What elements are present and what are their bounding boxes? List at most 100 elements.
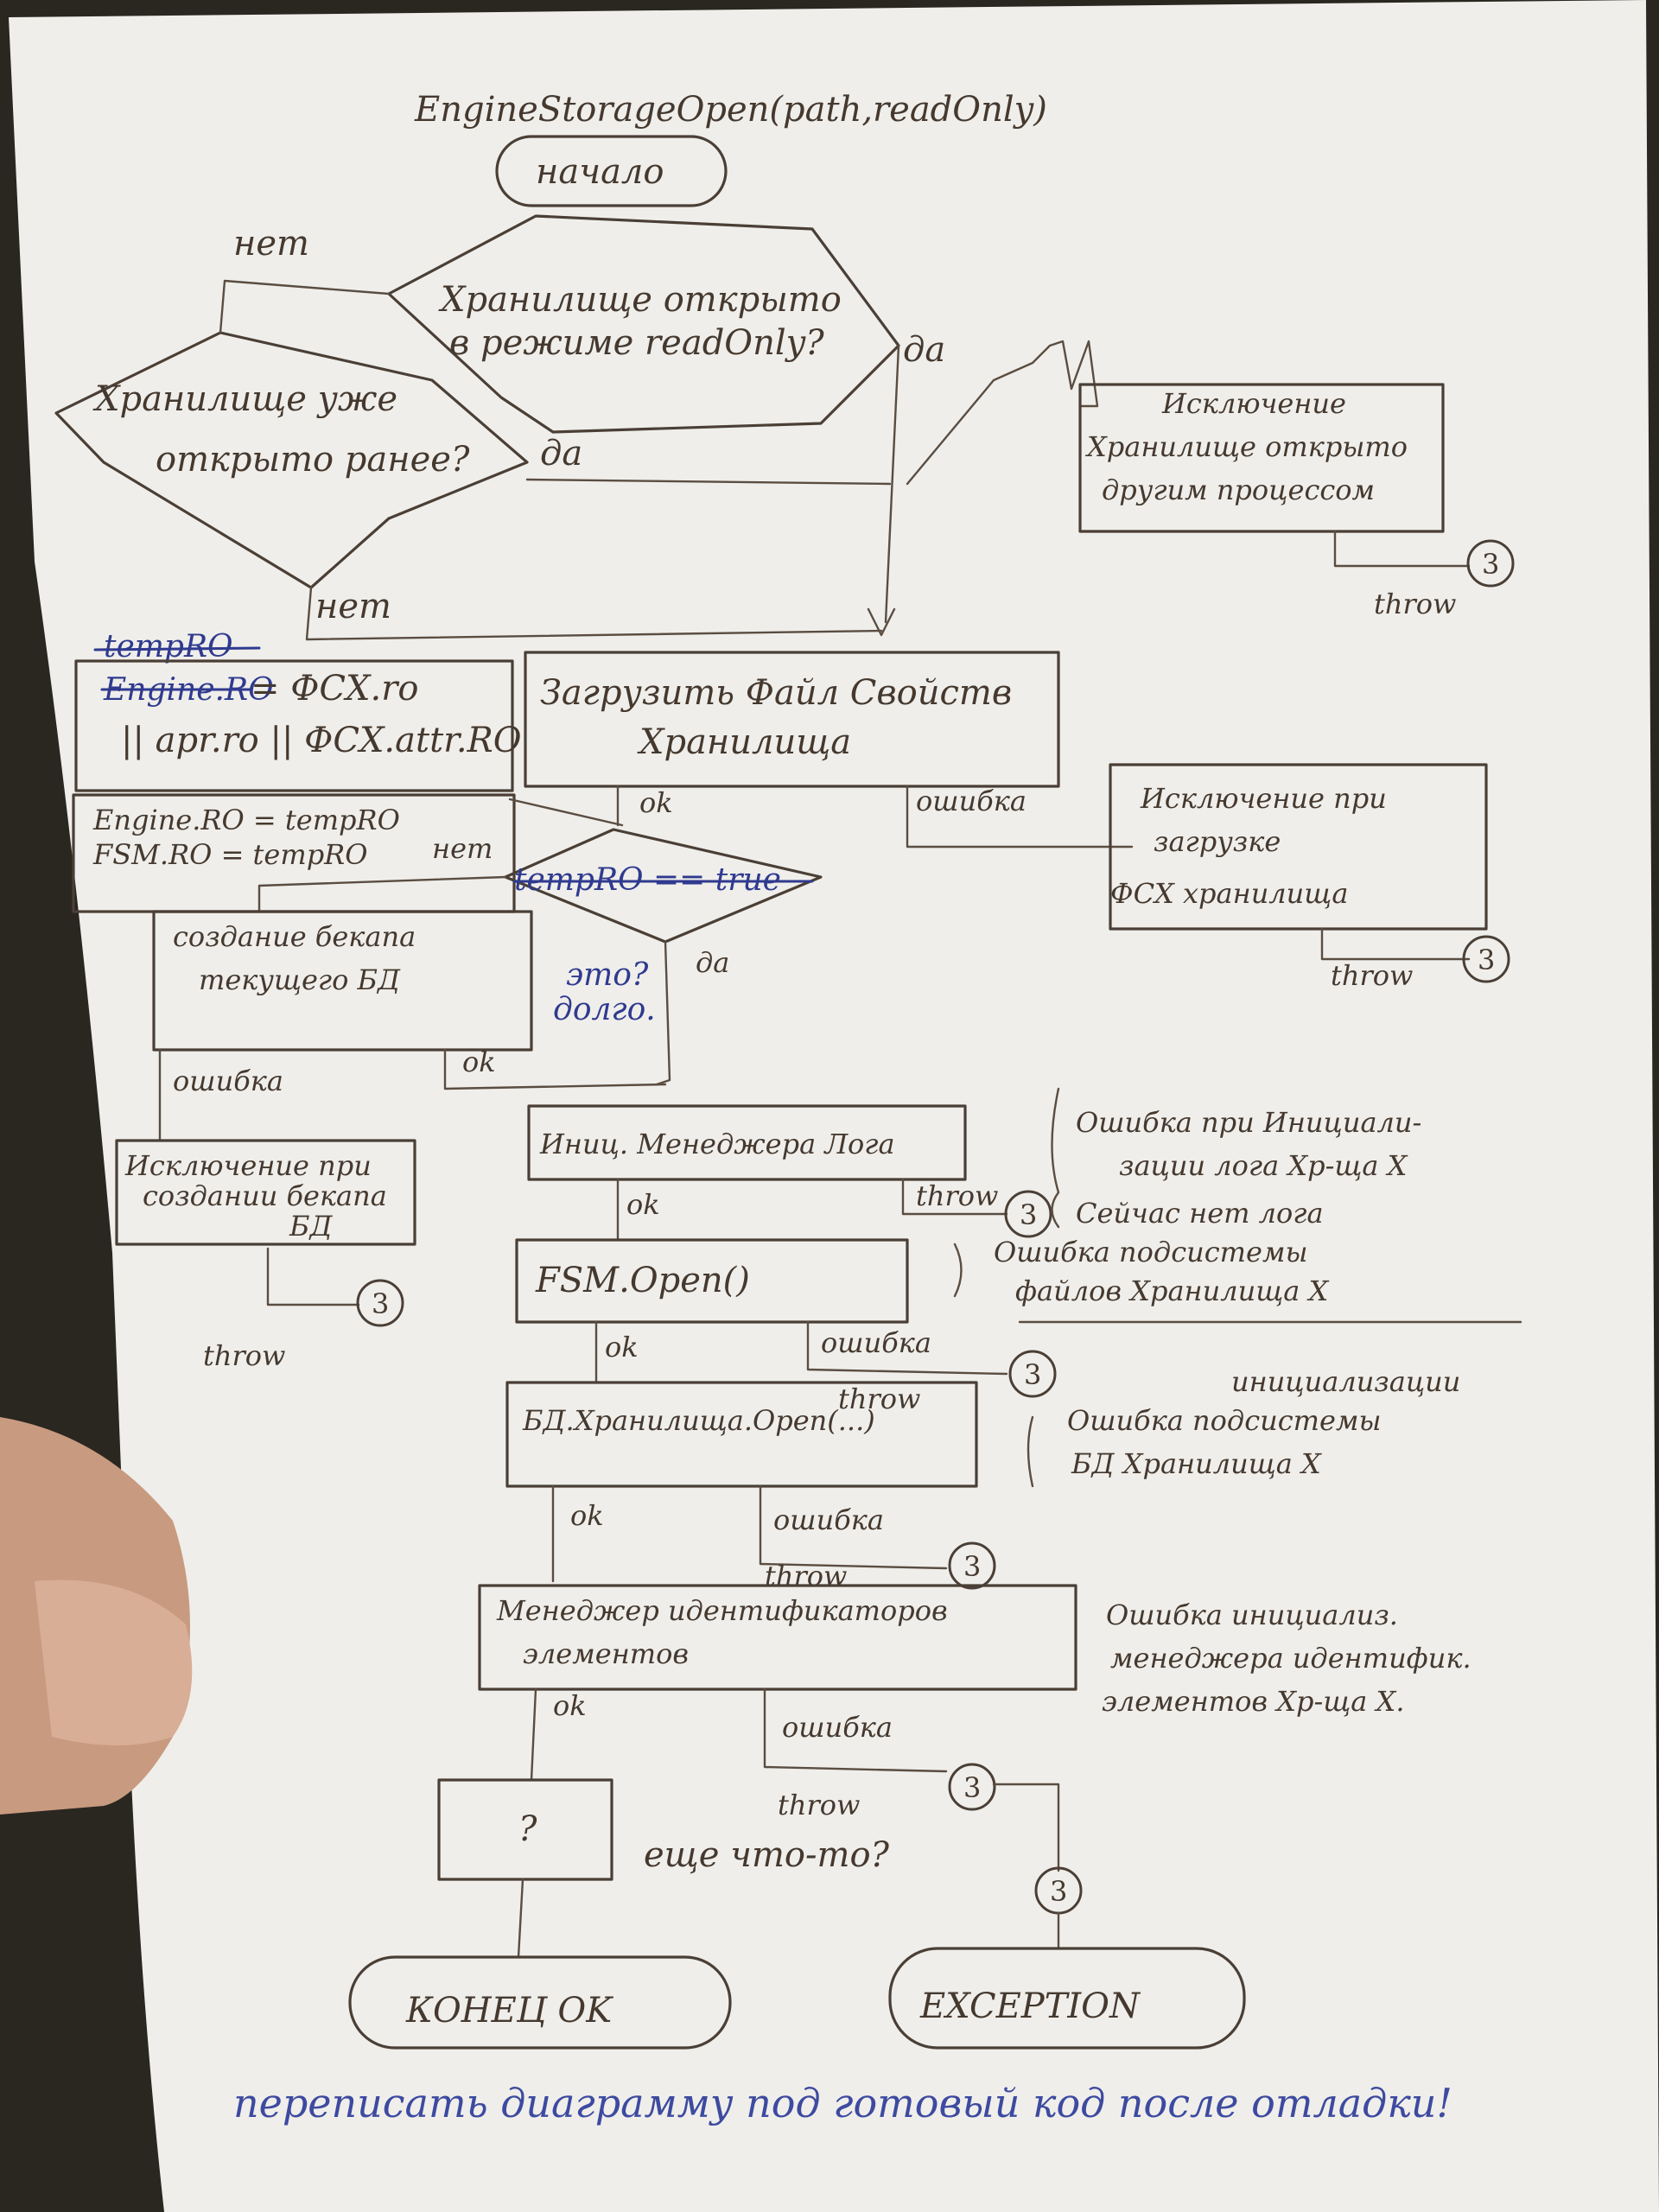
id-note2: менеджера идентифик.	[1110, 1642, 1471, 1675]
ref-circle-log	[1004, 1190, 1052, 1238]
backup-note2: долго.	[553, 992, 656, 1027]
backup-box	[152, 910, 533, 1052]
throw-label-fsm: throw	[838, 1382, 920, 1415]
exception-load-line1: Исключение при	[1140, 782, 1387, 815]
ref-number-exception: 3	[1050, 1875, 1067, 1908]
log-note1: Ошибка при Инициали-	[1076, 1106, 1421, 1139]
ref-circle-load	[1462, 935, 1510, 983]
arrow-decision3-yes	[655, 940, 671, 1086]
arrow-throw-load	[1320, 927, 1471, 961]
ref-circle-backup	[356, 1279, 404, 1327]
exception-load-line3: ФСХ хранилища	[1110, 877, 1348, 910]
arrow-fsm-error	[806, 1320, 1008, 1376]
log-throw-label: throw	[916, 1179, 998, 1212]
db-error-label: ошибка	[773, 1503, 884, 1536]
decision-readonly-yes: да	[903, 330, 945, 370]
temp-line1-rest: = ФСХ.ro	[251, 669, 418, 709]
log-note3: Сейчас нет лога	[1076, 1197, 1324, 1230]
arrow-throw-other	[1333, 530, 1471, 568]
arrow-head-load	[867, 607, 896, 637]
arrow-opened-no	[305, 586, 883, 641]
backup-ok-label: ok	[462, 1046, 496, 1078]
id-manager-box	[478, 1584, 1077, 1691]
log-manager-label: Иниц. Менеджера Лога	[539, 1128, 895, 1160]
arrow-log-throw	[901, 1178, 1008, 1216]
log-note2: зации лога Хр-ща X	[1119, 1149, 1408, 1182]
exception-other-process-line1: Исключение	[1161, 387, 1346, 420]
decision-readonly-line2: в режиме readOnly?	[449, 323, 824, 363]
decision-temp-ro-yes: да	[696, 946, 729, 979]
exception-backup-line3: БД	[289, 1210, 334, 1243]
fsm-note-brace	[953, 1243, 963, 1298]
id-note1: Ошибка инициализ.	[1106, 1599, 1398, 1631]
assign-line1: Engine.RO = tempRO	[92, 804, 400, 836]
arrow-id-ok	[530, 1688, 537, 1782]
decision-opened-no: нет	[315, 587, 391, 626]
ref-circle-fsm	[1008, 1350, 1057, 1398]
decision-readonly	[387, 214, 900, 434]
ref-number-id: 3	[963, 1771, 981, 1804]
decision-readonly-no: нет	[233, 224, 309, 264]
temp-box-header: tempRO	[104, 629, 233, 664]
decision-readonly-line1: Хранилище открыто	[438, 280, 842, 320]
load-props-line1: Загрузить Файл Свойств	[540, 673, 1012, 713]
ref-circle-other	[1466, 539, 1515, 588]
arrow-readonly-yes	[884, 344, 900, 624]
throw-label-id: throw	[778, 1789, 860, 1821]
decision-temp-ro-no: нет	[432, 832, 493, 865]
throw-label-load: throw	[1331, 959, 1413, 992]
backup-line2: текущего БД	[199, 963, 401, 996]
ref-number-fsm: 3	[1024, 1358, 1041, 1391]
unknown-step-note: еще что-то?	[644, 1835, 890, 1875]
db-open-box	[505, 1381, 978, 1488]
footer-note: переписать диаграмму под готовый код пос…	[233, 2080, 1452, 2126]
exception-backup-line1: Исключение при	[124, 1149, 372, 1182]
decision-temp-ro	[504, 828, 823, 944]
ref-circle-db	[948, 1541, 996, 1590]
exception-other-process-line2: Хранилище открыто	[1084, 430, 1408, 463]
db-note0: инициализации	[1231, 1365, 1460, 1398]
db-note2: БД Хранилища X	[1071, 1447, 1322, 1480]
db-open-label: БД.Хранилища.Open(...)	[522, 1404, 875, 1437]
arrow-opened-yes	[525, 478, 892, 486]
fsm-open-box	[515, 1238, 909, 1324]
temp-header-strike	[93, 646, 261, 652]
log-note-brace	[1051, 1087, 1060, 1229]
exception-load-line2: загрузке	[1154, 825, 1281, 858]
decision-opened-yes: да	[540, 434, 582, 474]
fsm-error-label: ошибка	[821, 1326, 931, 1359]
exception-backup-box	[115, 1139, 416, 1246]
log-manager-box	[527, 1104, 967, 1181]
backup-note1: это?	[566, 957, 649, 993]
load-ok-label: ok	[639, 786, 673, 819]
fsm-note2: файлов Хранилища X	[1015, 1274, 1329, 1307]
fsm-open-label: FSM.Open()	[535, 1261, 750, 1300]
ref-number-log: 3	[1020, 1198, 1037, 1231]
arrow-assign-to-decision3	[508, 798, 624, 827]
db-note1: Ошибка подсистемы	[1067, 1404, 1382, 1437]
backup-line1: создание бекапа	[173, 920, 416, 953]
db-ok-label: ok	[570, 1499, 604, 1532]
start-terminator	[495, 135, 728, 207]
ref-number-db: 3	[963, 1550, 981, 1583]
id-error-label: ошибка	[782, 1711, 893, 1744]
log-ok-label: ok	[626, 1188, 660, 1221]
temp-line2: || apr.ro || ФСХ.attr.RO	[121, 721, 522, 760]
unknown-step-box	[437, 1778, 613, 1881]
throw-label-db: throw	[765, 1560, 847, 1592]
exception-other-process-box	[1078, 383, 1445, 533]
decision-opened-line2: открыто ранее?	[156, 440, 470, 480]
load-error-label: ошибка	[916, 785, 1027, 817]
db-note-brace	[1027, 1415, 1034, 1488]
arrow-to-exception-ref	[992, 1783, 1060, 1872]
load-props-box	[524, 651, 1060, 788]
end-ok-label: КОНЕЦ OK	[405, 1991, 613, 2031]
start-label: начало	[536, 152, 664, 192]
temp-ro-box	[74, 659, 514, 792]
exception-load-box	[1109, 763, 1488, 931]
exception-other-process-line3: другим процессом	[1102, 474, 1375, 506]
end-ok-terminator	[348, 1955, 732, 2050]
backup-error-label: ошибка	[173, 1065, 283, 1097]
arrow-id-error	[763, 1688, 948, 1773]
